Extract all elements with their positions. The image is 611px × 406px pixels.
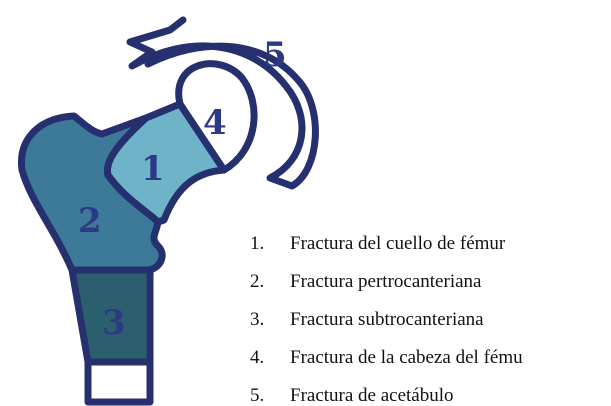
legend-item-text: Fractura de acetábulo — [290, 385, 454, 406]
legend-item: 1.Fractura del cuello de fémur — [250, 225, 523, 263]
legend-item: 3.Fractura subtrocanteriana — [250, 301, 523, 339]
fracture-type-legend: 1.Fractura del cuello de fémur 2.Fractur… — [250, 225, 523, 406]
head-region-number: 4 — [203, 103, 227, 143]
legend-item-number: 1. — [250, 225, 290, 263]
legend-item-number: 3. — [250, 301, 290, 339]
acetabulum-region-number: 5 — [263, 35, 287, 75]
subtrochanteric-region-number: 3 — [102, 303, 126, 343]
legend-item-text: Fractura de la cabeza del fému — [290, 347, 523, 368]
legend-item: 4.Fractura de la cabeza del fému — [250, 339, 523, 377]
pertrochanteric-region-number: 2 — [78, 201, 102, 241]
legend-item: 5.Fractura de acetábulo — [250, 377, 523, 406]
neck-region-number: 1 — [141, 149, 165, 189]
femur-shaft-lower — [88, 362, 150, 402]
legend-item-text: Fractura pertrocanteriana — [290, 271, 481, 292]
legend-item-text: Fractura subtrocanteriana — [290, 309, 484, 330]
legend-item-number: 2. — [250, 263, 290, 301]
legend-item-number: 4. — [250, 339, 290, 377]
legend-item: 2.Fractura pertrocanteriana — [250, 263, 523, 301]
legend-item-text: Fractura del cuello de fémur — [290, 233, 505, 254]
legend-item-number: 5. — [250, 377, 290, 406]
